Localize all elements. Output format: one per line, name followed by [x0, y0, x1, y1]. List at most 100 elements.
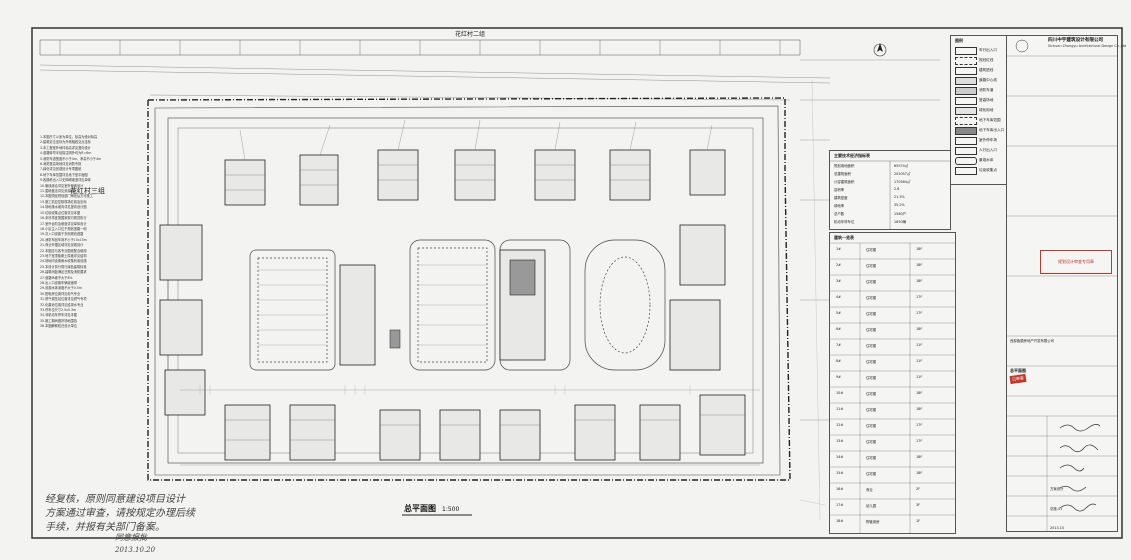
legend-label: 消防车道	[979, 88, 994, 92]
building-cell: 5#	[836, 311, 841, 315]
building-cell: 11F	[916, 343, 923, 347]
building-table: 建筑一览表 1# 住宅楼 18F 2# 住宅楼 18F 3# 住宅楼 18F	[829, 232, 956, 534]
econ-cell: 总建筑面积	[834, 172, 851, 176]
building-cell: 17F	[916, 311, 923, 315]
legend: 图例 车行出入口 规划红线 建筑退线 道路中心线 消防车道 登高场地 绿化用地 …	[950, 35, 1007, 185]
building-cell: 住宅楼	[866, 472, 877, 476]
building-cell: 14#	[836, 455, 844, 459]
note-line: 12.本图须经规划部门审批后方可施工	[40, 194, 93, 199]
note-line: 28.出入口设置车辆减速带	[40, 280, 77, 285]
project-name: 西部鑫顺房地产开发有限公司	[1010, 339, 1055, 343]
centerline-symbol	[955, 77, 977, 85]
building-cell: 18F	[916, 279, 923, 283]
legend-item: 垃圾收集点	[955, 166, 1003, 175]
note-line: 34.非机动车停车详见本图	[40, 313, 77, 318]
fire-lane-symbol	[955, 87, 977, 95]
legend-label: 垃圾收集点	[979, 168, 997, 172]
legend-item: 规划红线	[955, 56, 1003, 65]
drawing-date: 2013.10	[1050, 526, 1065, 530]
econ-cell: 21.3%	[894, 195, 905, 199]
note-line: 36.本图解释权归设计单位	[40, 324, 77, 329]
handwritten-line-3: 手续，并报有关部门备案。	[45, 522, 165, 533]
building-cell: 18F	[916, 263, 923, 267]
econ-cell: 35.2%	[894, 203, 905, 207]
econ-cell: 170564㎡	[894, 180, 911, 184]
legend-label: 室外停车场	[979, 138, 997, 142]
handwritten-line-1: 经复核，原则同意建设项目设计	[45, 494, 185, 505]
drawing-title-text: 总平面图	[404, 504, 436, 513]
econ-cell: 2.6	[894, 187, 900, 191]
legend-label: 景观水体	[979, 158, 994, 162]
note-line: 31.燃气调压站位置详见燃气专项	[40, 297, 87, 302]
building-cell: 17F	[916, 439, 923, 443]
handwritten-date: 2013.10.20	[115, 546, 156, 554]
building-cell: 18F	[916, 471, 923, 475]
note-line: 15.垃圾收集点位置详见本图	[40, 210, 81, 215]
building-cell: 13#	[836, 439, 844, 443]
building-cell: 2#	[836, 263, 841, 267]
water-symbol	[955, 157, 977, 165]
garage-entrance-symbol	[955, 127, 977, 135]
building-cell: 17#	[836, 503, 844, 507]
legend-label: 道路中心线	[979, 78, 997, 82]
note-line: 32.化粪池位置详见给排水专业	[40, 302, 84, 307]
note-line: 5.消防车道宽度不小于4m，净高不小于4m	[40, 156, 102, 161]
building-cell: 17F	[916, 423, 923, 427]
building-cell: 2F	[916, 487, 921, 491]
note-line: 20.消防车回车场不小于15x15m	[40, 237, 87, 242]
legend-label: 地下车库范围	[979, 118, 1001, 122]
note-line: 10.管线综合详见室外管网设计	[40, 183, 84, 188]
title-underline	[402, 514, 472, 516]
note-line: 14.场地排水坡向详见竖向设计图	[40, 205, 87, 210]
handwritten-line-2: 方案通过审查，请按规定办理后续	[45, 508, 195, 519]
legend-item: 绿化用地	[955, 106, 1003, 115]
building-cell: 住宅楼	[866, 248, 877, 252]
legend-title: 图例	[955, 38, 963, 43]
building-cell: 18F	[916, 247, 923, 251]
building-cell: 1#	[836, 247, 841, 251]
note-line: 2.建筑定位坐标为外墙轴线交点坐标	[40, 140, 91, 145]
econ-cell: 65574㎡	[894, 164, 909, 168]
econ-cell: 规划用地面积	[834, 164, 855, 168]
note-line: 4.道路转弯半径除注明外均为R=6m	[40, 151, 92, 156]
legend-item: 地下车库出入口	[955, 126, 1004, 135]
building-cell: 11F	[916, 359, 923, 363]
note-line: 19.次入口设置于东侧规划道路	[40, 232, 84, 237]
signatures	[1059, 424, 1101, 512]
building-cell: 住宅楼	[866, 312, 877, 316]
pedestrian-entrance-symbol	[955, 147, 977, 155]
econ-cell: 1580户	[894, 212, 907, 216]
building-cell: 住宅楼	[866, 424, 877, 428]
redline-symbol	[955, 57, 977, 65]
village-left-label: 花红村三组	[70, 187, 105, 195]
legend-label: 人行出入口	[979, 148, 997, 152]
building-cell: 12#	[836, 423, 844, 427]
building-cell: 住宅楼	[866, 328, 877, 332]
building-cell: 10#	[836, 391, 844, 395]
econ-cell: 机动车停车位	[834, 220, 855, 224]
building-cell: 6#	[836, 327, 841, 331]
econ-table-title: 主要技术经济指标表	[834, 153, 870, 158]
note-line: 6.消防登高场地详见消防专篇	[40, 162, 82, 167]
building-cell: 3#	[836, 279, 841, 283]
review-stamp: 规划设计审查专用章	[1040, 250, 1112, 274]
building-cell: 住宅楼	[866, 344, 877, 348]
note-line: 33.停车位尺寸2.5x5.3m	[40, 308, 77, 312]
trash-point-symbol	[955, 167, 977, 175]
building-cell: 18F	[916, 407, 923, 411]
note-line: 3.本工程室外地坪标高详见竖向设计	[40, 145, 91, 150]
building-cell: 住宅楼	[866, 280, 877, 284]
note-line: 21.商业外摆区域详见景观设计	[40, 243, 84, 248]
building-cell: 11F	[916, 375, 923, 379]
design-stage: 方案设计	[1050, 487, 1064, 491]
building-cell: 18F	[916, 391, 923, 395]
econ-table: 主要技术经济指标表 规划用地面积 65574㎡ 总建筑面积 202057㎡ 计容…	[829, 150, 951, 230]
building-cell: 物管用房	[866, 520, 880, 524]
building-cell: 1F	[916, 519, 921, 523]
building-cell: 住宅楼	[866, 408, 877, 412]
village-top-label: 花红村二组	[455, 31, 486, 38]
legend-label: 建筑退线	[979, 68, 994, 72]
parking-symbol	[955, 137, 977, 145]
